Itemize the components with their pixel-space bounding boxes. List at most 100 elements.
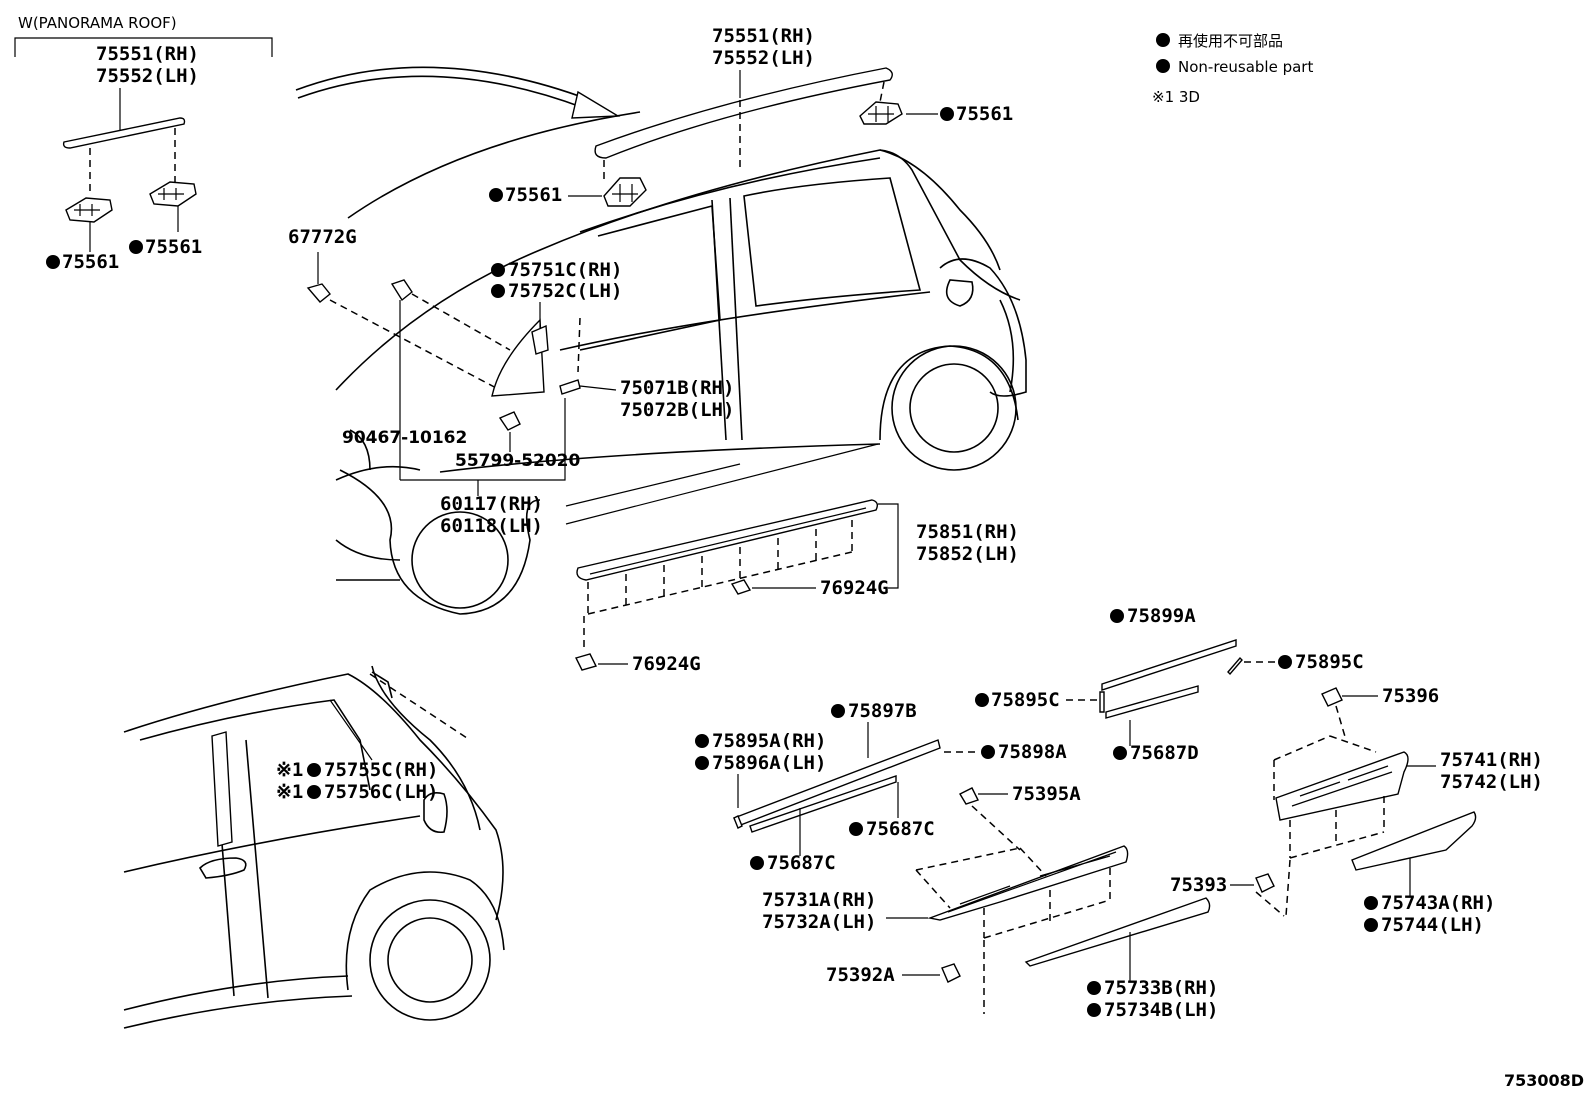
label-75751c-rh: 75751C(RH) (508, 259, 622, 281)
direction-arrow (295, 66, 591, 101)
label-75687c: 75687C (767, 852, 836, 874)
label-90467-10162: 90467-10162 (342, 428, 467, 448)
clip-76924g-icon (574, 653, 598, 671)
tape-75895a (733, 815, 743, 829)
label-75551-rh: 75551(RH) (712, 25, 815, 47)
clip-75395a-icon (959, 787, 979, 805)
label-75898a: 75898A (998, 741, 1067, 763)
non-reusable-dot-icon (129, 240, 143, 254)
label-75734b-lh: 75734B(LH) (1104, 999, 1218, 1021)
clip-67772g-icon (306, 283, 331, 303)
b-pillar-garnish (211, 731, 233, 847)
label-75561: 75561 (956, 103, 1013, 125)
garnish-75687c (749, 775, 897, 833)
label-75732a-lh: 75732A(LH) (762, 911, 876, 933)
label-75687c: 75687C (866, 818, 935, 840)
non-reusable-dot-icon (1364, 918, 1378, 932)
label-75561: 75561 (62, 251, 119, 273)
label-75072b-lh: 75072B(LH) (620, 399, 734, 421)
non-reusable-dot-icon (750, 856, 764, 870)
non-reusable-dot-icon (849, 822, 863, 836)
label-75899a: 75899A (1127, 605, 1196, 627)
legend-note-1: ※1 3D (1152, 88, 1200, 106)
garnish-75687d (1105, 685, 1199, 719)
inset-title: W(PANORAMA ROOF) (18, 14, 177, 32)
label-75561: 75561 (505, 184, 562, 206)
garnish-clip-icon (531, 324, 549, 355)
note-mark: ※1 (276, 759, 303, 781)
label-75552-lh: 75552(LH) (96, 65, 199, 87)
label-76924g: 76924G (820, 577, 889, 599)
label-75393: 75393 (1170, 874, 1227, 896)
label-67772g: 67772G (288, 226, 357, 248)
label-75744-lh: 75744(LH) (1381, 914, 1484, 936)
car-detail (123, 665, 505, 1029)
non-reusable-dot-icon (1364, 896, 1378, 910)
non-reusable-dot-icon (1087, 981, 1101, 995)
label-75396: 75396 (1382, 685, 1439, 707)
non-reusable-dot-icon (307, 763, 321, 777)
non-reusable-dot-icon (1156, 59, 1170, 73)
clip-90467-icon (390, 279, 413, 302)
non-reusable-dot-icon (981, 745, 995, 759)
label-75895c: 75895C (1295, 651, 1364, 673)
non-reusable-dot-icon (489, 188, 503, 202)
non-reusable-dot-icon (491, 263, 505, 277)
clip-75561-icon (859, 101, 903, 125)
diagram-id: 753008D (1504, 1071, 1584, 1090)
non-reusable-dot-icon (1156, 33, 1170, 47)
non-reusable-dot-icon (307, 785, 321, 799)
garnish-75733b (1024, 897, 1211, 967)
label-60118-lh: 60118(LH) (440, 515, 543, 537)
label-75733b-rh: 75733B(RH) (1104, 977, 1218, 999)
non-reusable-dot-icon (46, 255, 60, 269)
label-75743a-rh: 75743A(RH) (1381, 892, 1495, 914)
car-main (335, 111, 1027, 615)
rocker-moulding (576, 499, 879, 581)
label-75895c: 75895C (991, 689, 1060, 711)
non-reusable-dot-icon (1113, 746, 1127, 760)
non-reusable-dot-icon (831, 704, 845, 718)
garnish-75899a (1101, 639, 1237, 691)
inset-panorama-roof: W(PANORAMA ROOF) 75551(RH) 75552(LH) 755… (14, 14, 273, 273)
clip-75396-icon (1321, 687, 1343, 707)
garnish-75741-dashes (1273, 705, 1385, 917)
clip-75561-icon (603, 177, 647, 207)
garnish-75731a-dashes (915, 847, 1285, 1014)
arrow-head-icon (571, 90, 621, 119)
label-75731a-rh: 75731A(RH) (762, 889, 876, 911)
legend-non-reusable-jp: 再使用不可部品 (1178, 32, 1283, 50)
label-75897b: 75897B (848, 700, 917, 722)
label-75071b-rh: 75071B(RH) (620, 377, 734, 399)
garnish-75741 (1275, 751, 1409, 821)
garnish-75743a (1351, 811, 1477, 871)
clip-76924g-icon (730, 579, 752, 595)
tape-75895c (1099, 691, 1105, 713)
non-reusable-dot-icon (491, 284, 505, 298)
label-75395a: 75395A (1012, 783, 1081, 805)
label-75756c-lh: 75756C(LH) (324, 781, 438, 803)
label-75752c-lh: 75752C(LH) (508, 280, 622, 302)
non-reusable-dot-icon (1110, 609, 1124, 623)
legend-non-reusable-en: Non-reusable part (1178, 58, 1313, 76)
tape-75895c (1227, 656, 1243, 676)
clip-75393-icon (1255, 873, 1275, 893)
belt-moulding-end (559, 379, 581, 395)
clip-75561-icon (149, 181, 197, 207)
non-reusable-dot-icon (695, 734, 709, 748)
label-75742-lh: 75742(LH) (1440, 771, 1543, 793)
label-75551-rh: 75551(RH) (96, 43, 199, 65)
label-75851-rh: 75851(RH) (916, 521, 1019, 543)
non-reusable-dot-icon (975, 693, 989, 707)
non-reusable-dot-icon (1278, 655, 1292, 669)
label-55799-52020: 55799-52020 (455, 451, 581, 471)
clip-75392a-icon (941, 963, 961, 983)
label-75392a: 75392A (826, 964, 895, 986)
label-76924g: 76924G (632, 653, 701, 675)
note-mark: ※1 (276, 781, 303, 803)
label-75552-lh: 75552(LH) (712, 47, 815, 69)
label-75561: 75561 (145, 236, 202, 258)
clip-55799-icon (498, 411, 521, 431)
label-75852-lh: 75852(LH) (916, 543, 1019, 565)
